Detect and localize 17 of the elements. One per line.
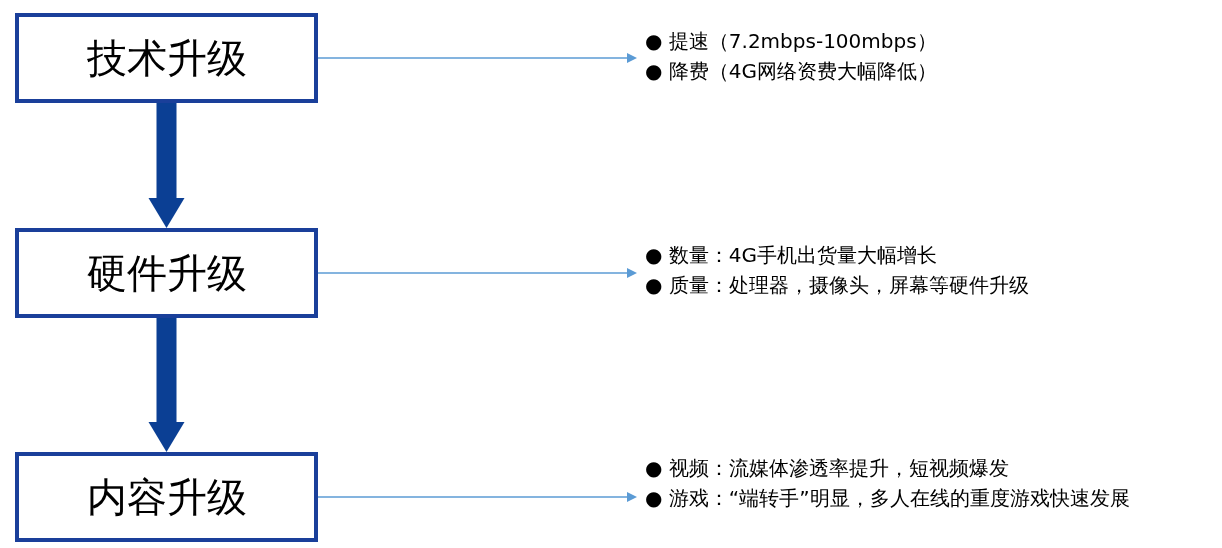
arrow [148, 103, 185, 228]
stage-label: 内容升级 [86, 472, 247, 522]
arrow [317, 53, 637, 63]
stage-label: 技术升级 [86, 33, 247, 83]
stage-label: 硬件升级 [86, 248, 247, 298]
arrow [148, 318, 185, 452]
stage-box [15, 452, 318, 542]
stage-box [15, 228, 318, 318]
bullet-text: ● 游戏：“端转手”明显，多人在线的重度游戏快速发展 [645, 485, 1131, 511]
bullet-text: ● 视频：流媒体渗透率提升，短视频爆发 [645, 455, 1010, 481]
bullet-text: ● 质量：处理器，摄像头，屏幕等硬件升级 [645, 272, 1030, 298]
bullet-text: ● 降费（4G网络资费大幅降低） [645, 58, 939, 84]
arrow [317, 268, 637, 278]
arrow [317, 492, 637, 502]
bullet-text: ● 数量：4G手机出货量大幅增长 [645, 242, 939, 268]
stage-box [15, 13, 318, 103]
bullet-text: ● 提速（7.2mbps-100mbps） [645, 28, 938, 54]
